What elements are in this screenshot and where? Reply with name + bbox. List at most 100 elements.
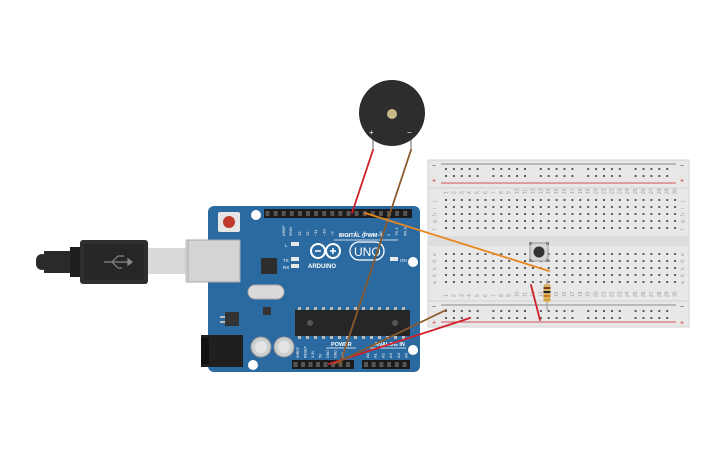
rail-hole[interactable] [468,310,471,312]
header-pin[interactable] [387,362,392,367]
breadboard-hole[interactable] [531,220,534,222]
breadboard-hole[interactable] [634,253,637,255]
header-pin[interactable] [265,211,270,216]
breadboard-hole[interactable] [452,274,455,276]
breadboard-hole[interactable] [500,213,503,215]
rail-hole[interactable] [516,317,519,319]
breadboard-hole[interactable] [642,274,645,276]
breadboard-hole[interactable] [539,274,542,276]
breadboard-hole[interactable] [610,253,613,255]
header-pin[interactable] [289,211,294,216]
rail-hole[interactable] [445,168,447,170]
breadboard-hole[interactable] [626,253,629,255]
breadboard-hole[interactable] [531,281,534,283]
breadboard-hole[interactable] [571,267,574,269]
breadboard-hole[interactable] [484,213,487,215]
breadboard-hole[interactable] [563,274,566,276]
breadboard-hole[interactable] [642,267,645,269]
breadboard-hole[interactable] [460,260,463,262]
breadboard-hole[interactable] [626,220,629,222]
breadboard-hole[interactable] [563,253,566,255]
breadboard-hole[interactable] [666,220,669,222]
breadboard-hole[interactable] [579,260,582,262]
wire-gnd-to-rail[interactable] [333,309,447,365]
rail-hole[interactable] [618,310,621,312]
rail-hole[interactable] [563,310,566,312]
breadboard-hole[interactable] [587,267,590,269]
breadboard-hole[interactable] [476,281,479,283]
breadboard-hole[interactable] [508,274,511,276]
breadboard-hole[interactable] [492,267,495,269]
header-pin[interactable] [354,211,359,216]
rail-hole[interactable] [452,317,455,319]
breadboard-hole[interactable] [516,206,519,208]
rail-hole[interactable] [460,175,463,177]
breadboard-hole[interactable] [579,253,582,255]
breadboard-hole[interactable] [658,274,661,276]
power-pin-header[interactable] [292,360,354,369]
breadboard-hole[interactable] [595,253,598,255]
rail-hole[interactable] [516,168,519,170]
breadboard-hole[interactable] [555,281,558,283]
breadboard-hole[interactable] [650,227,653,229]
breadboard-hole[interactable] [587,253,590,255]
rail-hole[interactable] [476,317,479,319]
breadboard-hole[interactable] [666,213,669,215]
breadboard-hole[interactable] [658,267,661,269]
breadboard-hole[interactable] [603,220,605,222]
breadboard-hole[interactable] [626,274,629,276]
breadboard-hole[interactable] [492,227,495,229]
breadboard-hole[interactable] [539,199,542,201]
breadboard-hole[interactable] [531,199,534,201]
rail-hole[interactable] [563,175,566,177]
breadboard-hole[interactable] [445,260,447,262]
rail-hole[interactable] [666,317,669,319]
rail-hole[interactable] [460,168,463,170]
header-pin[interactable] [314,211,319,216]
rail-hole[interactable] [595,310,598,312]
rail-hole[interactable] [547,317,550,319]
breadboard-hole[interactable] [516,267,519,269]
header-pin[interactable] [346,362,350,367]
breadboard-hole[interactable] [445,274,447,276]
breadboard-hole[interactable] [634,267,637,269]
wire-button-to-rail[interactable] [530,284,541,321]
rail-hole[interactable] [658,310,661,312]
breadboard-hole[interactable] [634,227,637,229]
breadboard-hole[interactable] [547,253,550,255]
header-pin[interactable] [301,362,305,367]
header-pin[interactable] [297,211,302,216]
breadboard-hole[interactable] [610,274,613,276]
breadboard-hole[interactable] [618,281,621,283]
header-pin[interactable] [281,211,286,216]
breadboard-hole[interactable] [658,199,661,201]
breadboard-hole[interactable] [634,281,637,283]
rail-hole[interactable] [445,175,447,177]
rail-hole[interactable] [603,168,605,170]
breadboard-hole[interactable] [650,281,653,283]
breadboard-hole[interactable] [531,213,534,215]
breadboard-hole[interactable] [587,260,590,262]
breadboard-hole[interactable] [452,206,455,208]
breadboard-hole[interactable] [476,260,479,262]
rail-hole[interactable] [524,310,526,312]
breadboard-hole[interactable] [571,274,574,276]
breadboard-hole[interactable] [618,220,621,222]
breadboard-hole[interactable] [674,253,677,255]
breadboard-hole[interactable] [650,199,653,201]
breadboard-hole[interactable] [603,274,605,276]
breadboard-hole[interactable] [539,281,542,283]
rail-hole[interactable] [618,168,621,170]
rail-hole[interactable] [587,175,590,177]
breadboard-hole[interactable] [587,227,590,229]
breadboard-hole[interactable] [500,220,503,222]
rail-hole[interactable] [603,317,605,319]
breadboard-hole[interactable] [508,199,511,201]
analog-pin-header[interactable] [362,360,410,369]
rail-hole[interactable] [445,317,447,319]
rail-hole[interactable] [508,310,511,312]
breadboard-hole[interactable] [524,260,526,262]
breadboard-hole[interactable] [579,274,582,276]
breadboard-hole[interactable] [468,253,471,255]
